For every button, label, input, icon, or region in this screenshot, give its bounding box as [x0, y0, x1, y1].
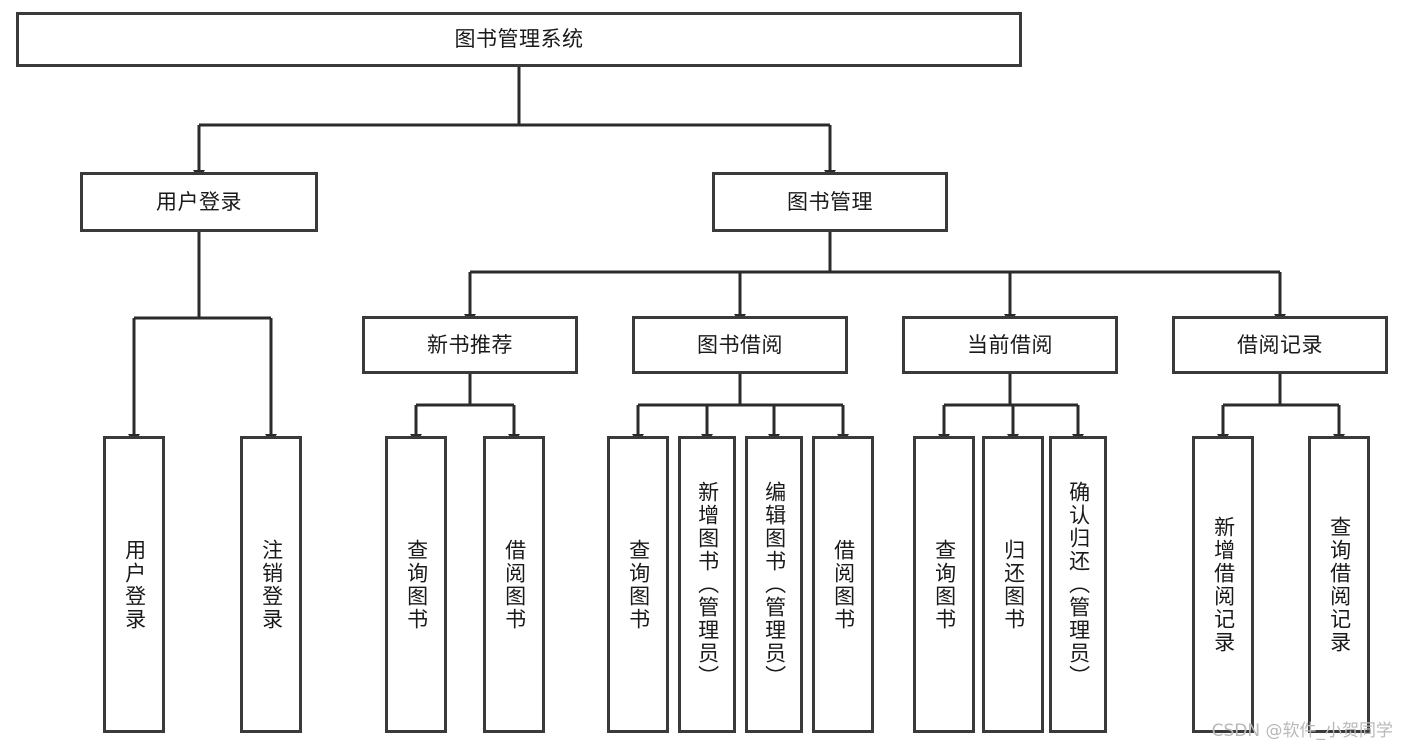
node-leaf-query-book-1[interactable]: 查询图书 — [385, 436, 447, 733]
node-borrow-record[interactable]: 借阅记录 — [1172, 316, 1388, 374]
node-leaf-add-book[interactable]: 新增图书（管理员） — [678, 436, 736, 733]
node-label: 新增图书（管理员） — [695, 481, 720, 688]
node-label: 图书借阅 — [697, 332, 783, 357]
node-book-manage[interactable]: 图书管理 — [712, 172, 948, 232]
node-label: 图书管理 — [787, 189, 873, 214]
node-new-book-rec[interactable]: 新书推荐 — [362, 316, 578, 374]
node-label: 查询图书 — [404, 538, 429, 631]
edge-layer — [128, 67, 1345, 444]
node-current-borrow[interactable]: 当前借阅 — [902, 316, 1118, 374]
node-label: 查询借阅记录 — [1327, 515, 1352, 654]
node-label: 查询图书 — [932, 538, 957, 631]
node-leaf-query-record[interactable]: 查询借阅记录 — [1308, 436, 1370, 733]
node-leaf-borrow-book-1[interactable]: 借阅图书 — [483, 436, 545, 733]
node-leaf-query-book-3[interactable]: 查询图书 — [913, 436, 975, 733]
node-label: 借阅记录 — [1237, 332, 1323, 357]
node-label: 用户登录 — [122, 538, 147, 631]
node-leaf-return-book[interactable]: 归还图书 — [982, 436, 1044, 733]
node-label: 确认归还（管理员） — [1066, 481, 1091, 688]
node-leaf-confirm-ret[interactable]: 确认归还（管理员） — [1049, 436, 1107, 733]
node-label: 图书管理系统 — [454, 27, 584, 52]
node-leaf-logout[interactable]: 注销登录 — [240, 436, 302, 733]
node-label: 查询图书 — [626, 538, 651, 631]
node-label: 编辑图书（管理员） — [762, 481, 787, 688]
node-label: 用户登录 — [156, 189, 242, 214]
node-leaf-query-book-2[interactable]: 查询图书 — [607, 436, 669, 733]
node-leaf-add-record[interactable]: 新增借阅记录 — [1192, 436, 1254, 733]
node-label: 归还图书 — [1001, 538, 1026, 631]
node-leaf-edit-book[interactable]: 编辑图书（管理员） — [745, 436, 803, 733]
node-label: 注销登录 — [259, 538, 284, 631]
node-label: 当前借阅 — [967, 332, 1053, 357]
node-leaf-user-login[interactable]: 用户登录 — [103, 436, 165, 733]
node-user-login[interactable]: 用户登录 — [80, 172, 318, 232]
node-root[interactable]: 图书管理系统 — [16, 12, 1022, 67]
node-label: 借阅图书 — [831, 538, 856, 631]
node-label: 新增借阅记录 — [1211, 515, 1236, 654]
node-label: 新书推荐 — [427, 332, 513, 357]
node-label: 借阅图书 — [502, 538, 527, 631]
node-book-borrow[interactable]: 图书借阅 — [632, 316, 848, 374]
node-leaf-borrow-book-2[interactable]: 借阅图书 — [812, 436, 874, 733]
